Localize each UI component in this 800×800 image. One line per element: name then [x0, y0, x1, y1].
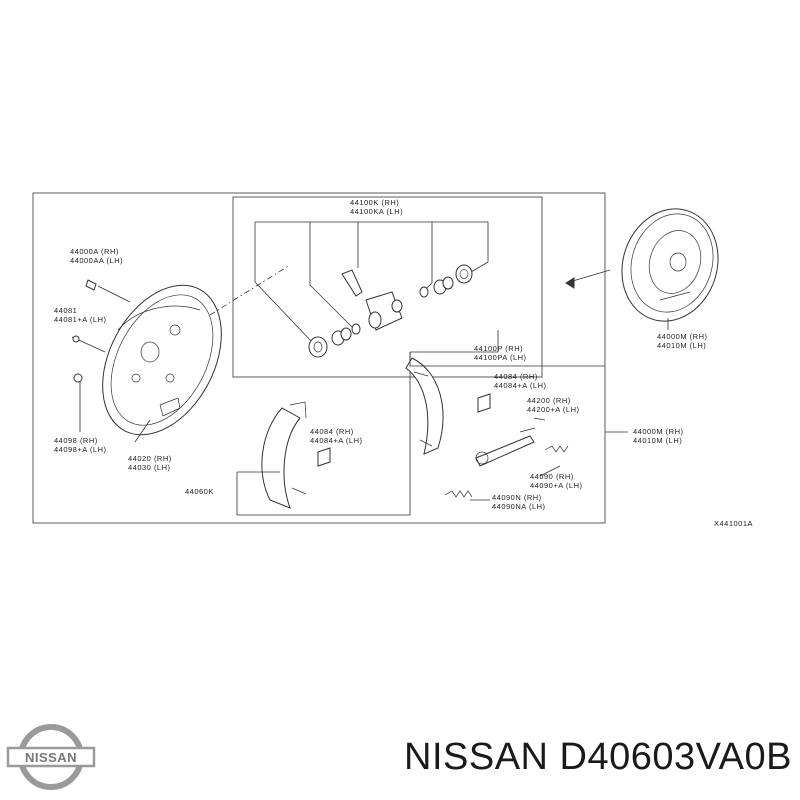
wheel-cylinder-leaders [254, 221, 489, 343]
brake-shoe-lower [236, 352, 411, 516]
label-44000m-frame: 44000M (RH) [633, 427, 684, 436]
brake-shoe-right [405, 330, 605, 455]
label-44081: 44081 [54, 306, 77, 315]
label-44100p: 44100P (RH) [474, 344, 523, 353]
label-44084a-left: 44084+A (LH) [310, 436, 363, 445]
wheel-cylinder-box [232, 196, 543, 378]
label-44010m-drum: 44010M (LH) [657, 341, 706, 350]
label-44100ka: 44100KA (LH) [350, 207, 403, 216]
adjuster-springs [444, 417, 628, 501]
label-44030: 44030 (LH) [128, 463, 171, 472]
label-44098a: 44098+A (LH) [54, 445, 107, 454]
label-44090a: 44090+A (LH) [530, 481, 583, 490]
label-44090na: 44090NA (LH) [492, 502, 546, 511]
logo-text: NISSAN [25, 750, 77, 765]
label-44000a: 44000A (RH) [70, 247, 119, 256]
label-44084-left: 44084 (RH) [310, 427, 354, 436]
part-number-title: NISSAN D40603VA0B [404, 736, 792, 778]
label-44090: 44090 (RH) [530, 472, 574, 481]
label-44100k: 44100K (RH) [350, 198, 399, 207]
label-44060k: 44060K [185, 487, 214, 496]
label-44000aa: 44000AA (LH) [70, 256, 123, 265]
backing-plate-left [102, 284, 222, 436]
wheel-cylinder-parts [308, 264, 473, 358]
label-44084a-right: 44084+A (LH) [494, 381, 547, 390]
label-44090n: 44090N (RH) [492, 493, 542, 502]
label-44010m-frame: 44010M (LH) [633, 436, 682, 445]
backing-plate-leaders [71, 264, 291, 443]
figure-code: X441001A [714, 519, 753, 528]
label-44100pa: 44100PA (LH) [474, 353, 527, 362]
label-44084-right: 44084 (RH) [494, 372, 538, 381]
label-44200a: 44200+A (LH) [527, 405, 580, 414]
part-labels: 44100K (RH) 44100KA (LH) 44000A (RH) 440… [54, 198, 753, 528]
label-44000m-drum: 44000M (RH) [657, 332, 708, 341]
label-44098: 44098 (RH) [54, 436, 98, 445]
logo-bar [6, 746, 96, 768]
diagram-frame [32, 192, 606, 524]
nissan-logo: NISSAN [6, 724, 96, 790]
label-44081a: 44081+A (LH) [54, 315, 107, 324]
brake-assembly-right [565, 208, 719, 330]
label-44200: 44200 (RH) [527, 396, 571, 405]
label-44020: 44020 (RH) [128, 454, 172, 463]
